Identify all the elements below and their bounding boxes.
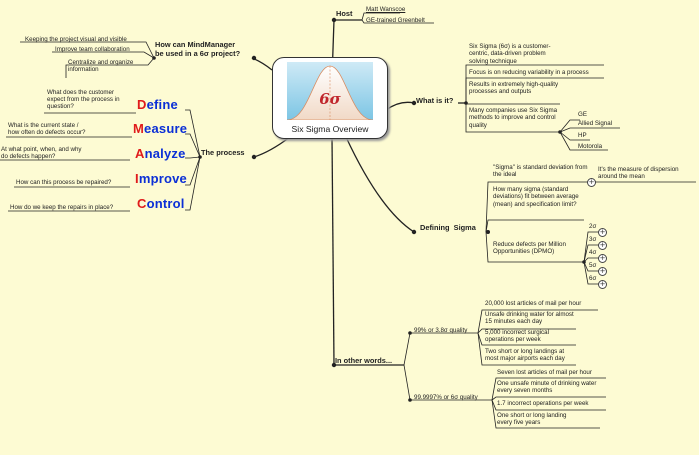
dmaic-measure[interactable]: Measure [133, 121, 188, 136]
defining-dpmo[interactable]: Reduce defects per Million Opportunities… [493, 241, 566, 256]
group-6sigma-operations[interactable]: 1.7 incorrect operations per week [497, 400, 589, 407]
what-is-it-focus[interactable]: Focus is on reducing variability in a pr… [469, 69, 589, 76]
what-is-it-companies-use[interactable]: Many companies use Six Sigma methods to … [469, 107, 558, 129]
company-hp[interactable]: HP [578, 132, 587, 139]
process-topic[interactable]: The process [201, 148, 245, 157]
dmaic-define[interactable]: Define [137, 97, 178, 112]
dmaic-control[interactable]: Control [137, 196, 185, 211]
dmaic-analyze[interactable]: Analyze [135, 146, 186, 161]
mindmanager-item-centralize[interactable]: Centralize and organize information [68, 59, 134, 74]
defining-standard-deviation[interactable]: "Sigma" is standard deviation from the i… [493, 164, 588, 179]
sigma-level-5[interactable]: 5σ [589, 262, 597, 269]
expand-6sigma-icon[interactable]: + [598, 280, 607, 289]
company-ge[interactable]: GE [578, 111, 587, 118]
mindmanager-label-line1: How can MindManager [155, 40, 236, 49]
expand-4sigma-icon[interactable]: + [598, 254, 607, 263]
group-6sigma-water[interactable]: One unsafe minute of drinking water ever… [497, 380, 597, 395]
central-topic[interactable]: 6σ Six Sigma Overview [272, 57, 388, 139]
host-topic[interactable]: Host [336, 9, 353, 18]
expand-dispersion-icon[interactable]: + [587, 178, 596, 187]
expand-5sigma-icon[interactable]: + [598, 267, 607, 276]
control-question[interactable]: How do we keep the repairs in place? [10, 204, 114, 211]
mindmanager-item-visual[interactable]: Keeping the project visual and visible [25, 36, 127, 43]
measure-question[interactable]: What is the current state / how often do… [8, 122, 86, 137]
group-6sigma-label[interactable]: 99.9997% or 6σ quality [414, 394, 478, 401]
improve-question[interactable]: How can this process be repaired? [16, 179, 112, 186]
host-name[interactable]: Matt Wanscoe [366, 6, 405, 13]
group-6sigma-mail[interactable]: Seven lost articles of mail per hour [497, 369, 592, 376]
group-3sigma-label[interactable]: 99% or 3.8σ quality [414, 327, 468, 334]
company-allied-signal[interactable]: Allied Signal [578, 120, 613, 127]
group-3sigma-surgery[interactable]: 5,000 incorrect surgical operations per … [485, 329, 549, 344]
what-is-it-topic[interactable]: What is it? [416, 96, 454, 105]
group-3sigma-mail[interactable]: 20,000 lost articles of mail per hour [485, 300, 582, 307]
company-motorola[interactable]: Motorola [578, 143, 603, 150]
six-sigma-logo-icon [287, 62, 373, 120]
defining-how-many-sigma[interactable]: How many sigma (standard deviations) fit… [493, 186, 579, 208]
mindmanager-item-collaboration[interactable]: Improve team collaboration [55, 46, 130, 53]
dmaic-improve[interactable]: Improve [135, 171, 187, 186]
mindmanager-label-line2: be used in a 6σ project? [155, 48, 241, 58]
what-is-it-definition[interactable]: Six Sigma (6σ) is a customer-centric, da… [469, 43, 551, 65]
defining-dispersion[interactable]: It's the measure of dispersion around th… [598, 166, 679, 181]
analyze-question[interactable]: At what point, when, and why do defects … [1, 146, 82, 161]
define-question[interactable]: What does the customer expect from the p… [47, 89, 120, 111]
group-3sigma-water[interactable]: Unsafe drinking water for almost 15 minu… [485, 311, 574, 326]
central-title: Six Sigma Overview [291, 124, 369, 134]
host-credential[interactable]: GE-trained Greenbelt [366, 17, 425, 24]
expand-2sigma-icon[interactable]: + [598, 228, 607, 237]
sigma-level-4[interactable]: 4σ [589, 249, 597, 256]
what-is-it-results[interactable]: Results in extremely high-quality proces… [469, 81, 559, 96]
group-3sigma-landings[interactable]: Two short or long landings at most major… [485, 348, 565, 363]
sigma-level-3[interactable]: 3σ [589, 236, 597, 243]
defining-sigma-topic[interactable]: Defining Sigma [420, 223, 476, 232]
mindmanager-topic[interactable]: How can MindManager be used in a 6σ proj… [155, 40, 241, 58]
host-name-link[interactable]: Matt Wanscoe [366, 6, 406, 13]
expand-3sigma-icon[interactable]: + [598, 241, 607, 250]
sigma-level-6[interactable]: 6σ [589, 275, 597, 282]
sigma-level-2[interactable]: 2σ [589, 223, 597, 230]
six-sigma-logo-text: 6σ [319, 90, 341, 108]
group-6sigma-landing[interactable]: One short or long landing every five yea… [497, 412, 567, 427]
other-words-topic[interactable]: In other words... [335, 356, 393, 365]
